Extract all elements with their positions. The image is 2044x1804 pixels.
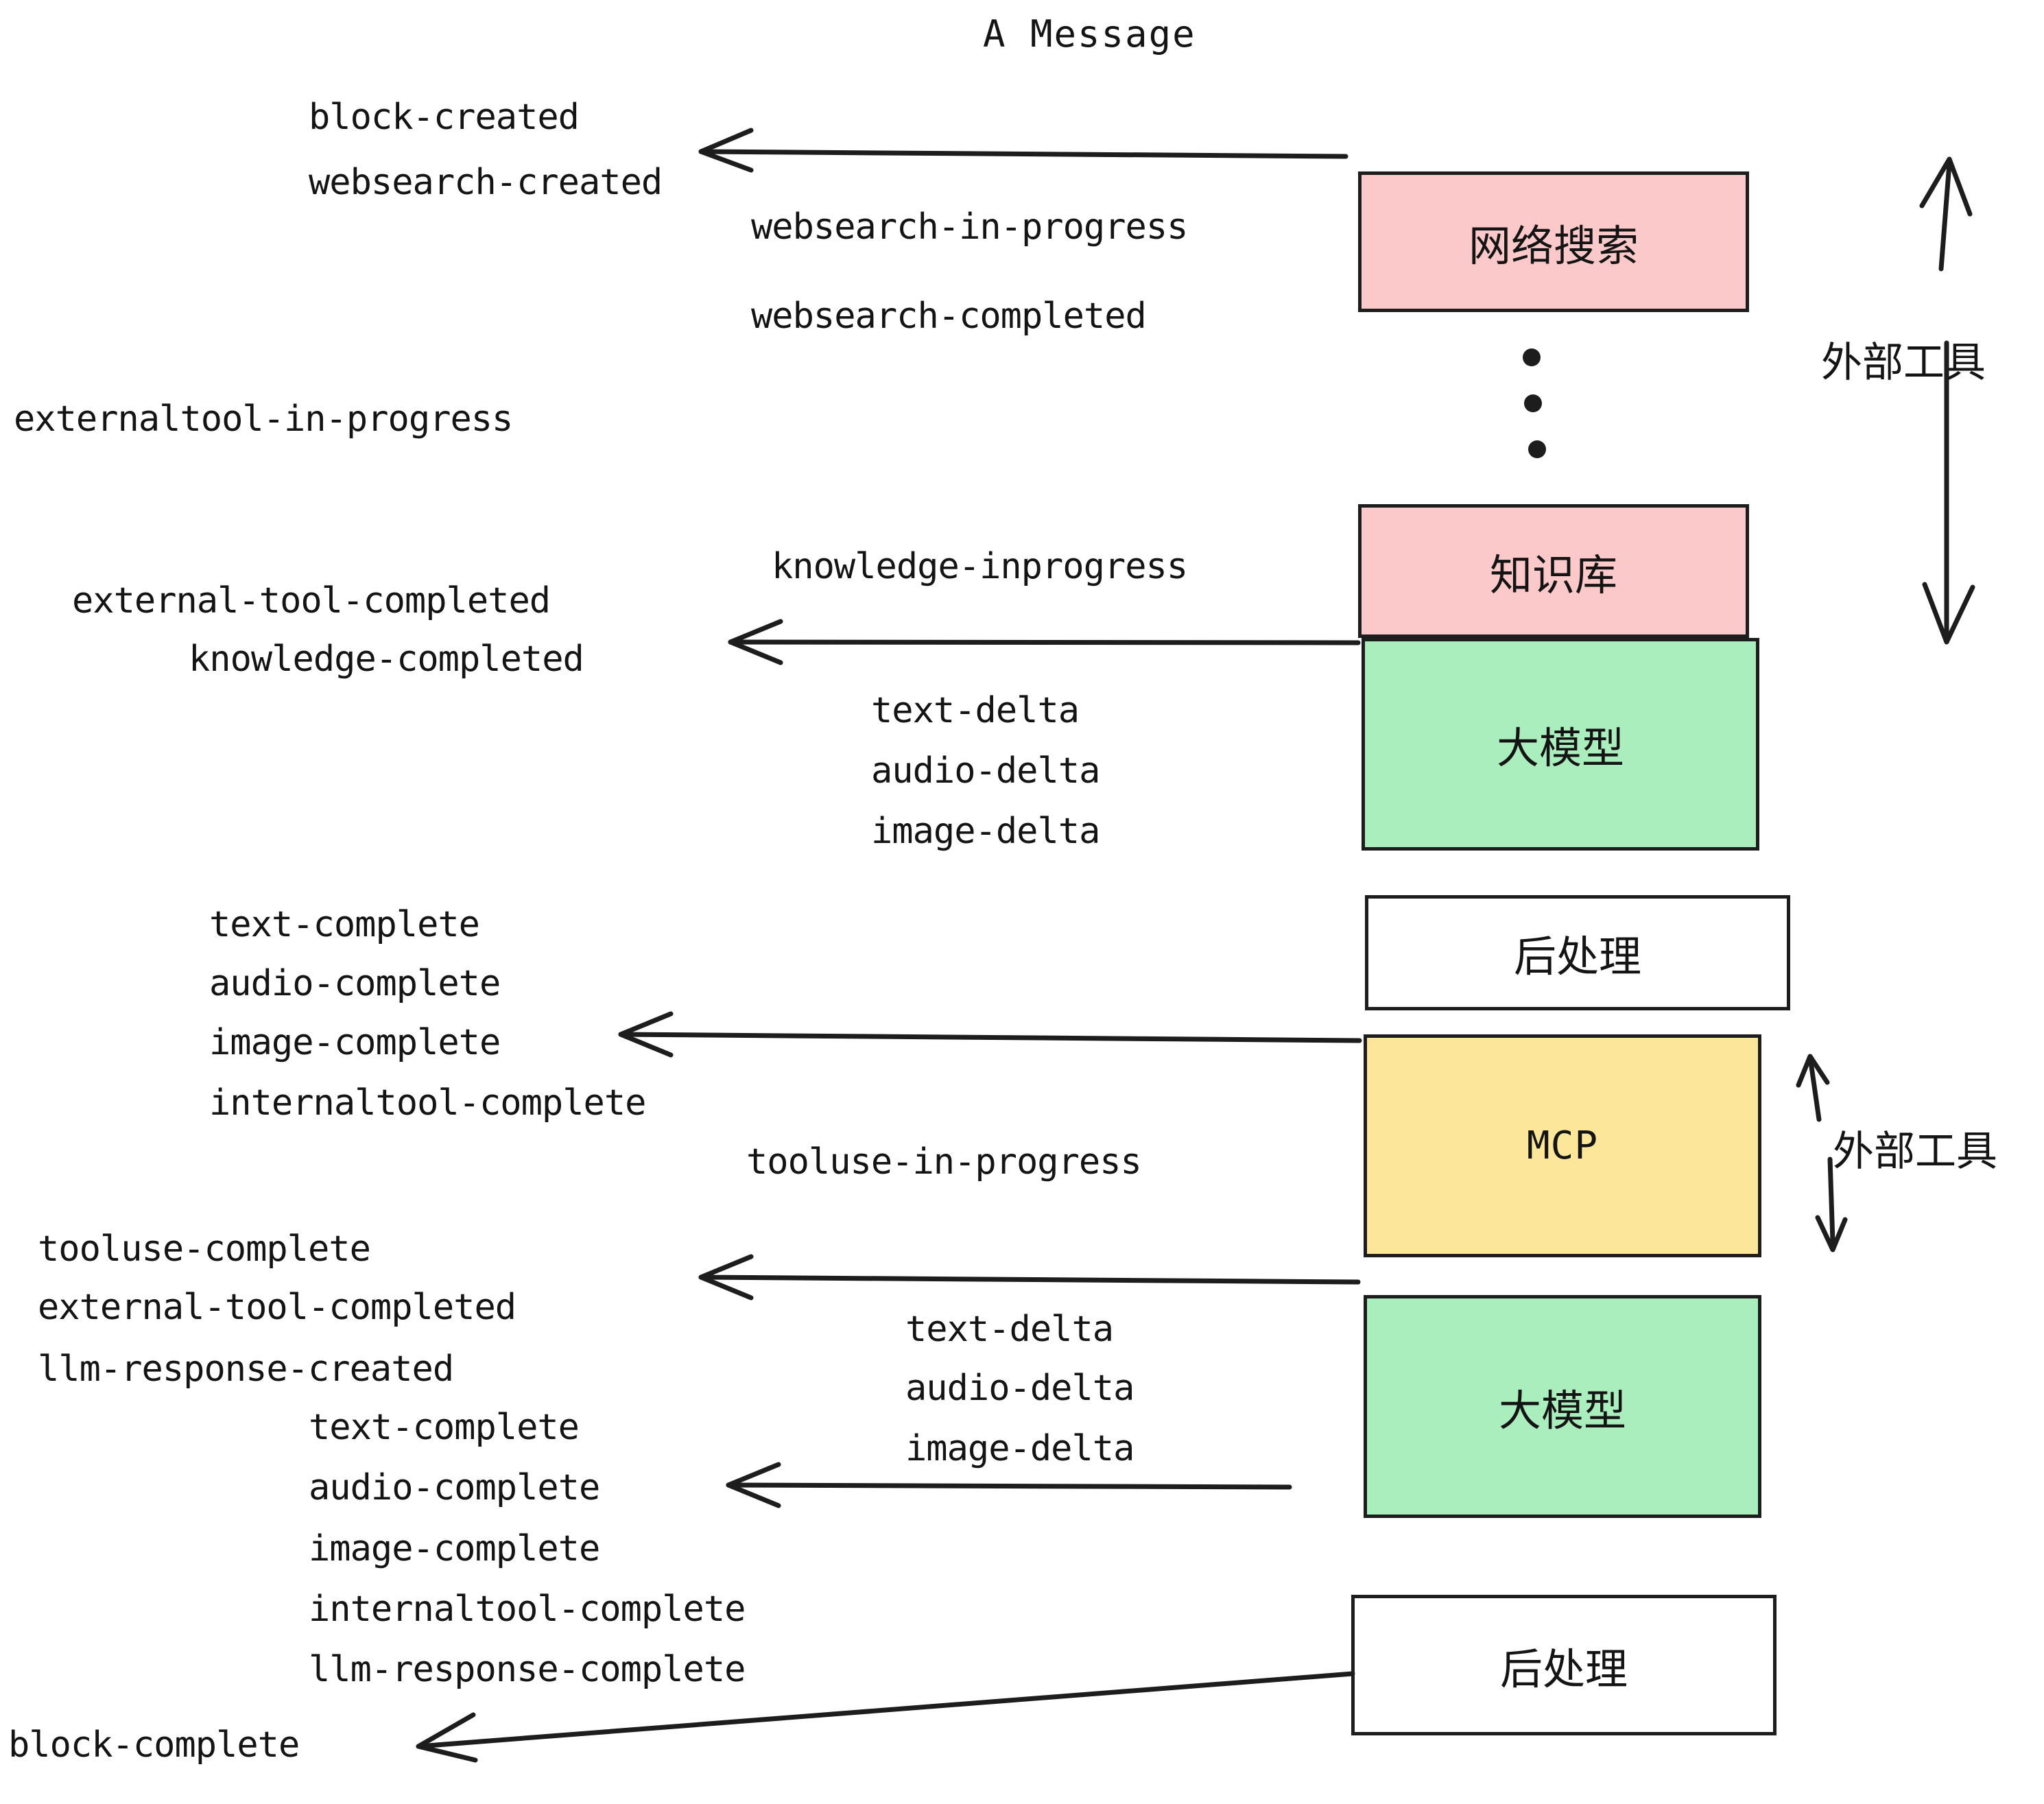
event-label-text-delta-1: text-delta — [871, 690, 1080, 731]
arrow-mcp-to-toolusecomplete — [698, 1254, 1361, 1301]
event-label-image-delta-1: image-delta — [871, 811, 1100, 852]
process-box-postprocess-1[interactable]: 后处理 — [1365, 895, 1790, 1010]
arrow-external-tools-top-up — [1919, 156, 1973, 272]
arrow-postprocess1-to-imagecomplete — [618, 1011, 1362, 1058]
diagram-title: A Message — [983, 12, 1196, 56]
event-label-websearch-in-progress: websearch-in-progress — [751, 206, 1188, 248]
arrow-websearch-to-blockcreated — [698, 128, 1348, 173]
process-box-postprocess-2[interactable]: 后处理 — [1351, 1595, 1776, 1735]
event-label-block-complete: block-complete — [8, 1724, 300, 1766]
event-label-websearch-completed: websearch-completed — [751, 296, 1147, 337]
process-box-knowledge[interactable]: 知识库 — [1358, 504, 1749, 638]
event-label-internaltool-complete-2: internaltool-complete — [309, 1589, 746, 1630]
event-label-knowledge-inprogress: knowledge-inprogress — [772, 546, 1188, 587]
event-label-tooluse-in-progress: tooluse-in-progress — [746, 1141, 1142, 1183]
process-box-postprocess-2-label: 后处理 — [1499, 1643, 1628, 1694]
arrow-llm2-to-audiocomplete — [726, 1462, 1292, 1508]
event-label-llm-response-created: llm-response-created — [38, 1349, 454, 1390]
event-label-text-delta-2: text-delta — [905, 1309, 1114, 1350]
process-box-llm-1[interactable]: 大模型 — [1362, 638, 1759, 851]
event-label-image-complete-2: image-complete — [309, 1528, 600, 1569]
event-label-block-created: block-created — [309, 97, 580, 138]
event-label-external-tool-completed-2: external-tool-completed — [38, 1287, 516, 1328]
process-box-knowledge-label: 知识库 — [1489, 549, 1617, 600]
side-label-external-tools-bottom: 外部工具 — [1833, 1128, 1997, 1176]
arrow-external-tools-bottom-up — [1796, 1054, 1830, 1122]
event-label-text-complete-2: text-complete — [309, 1407, 580, 1448]
event-label-llm-response-complete: llm-response-complete — [309, 1649, 746, 1690]
process-box-websearch-label: 网络搜索 — [1468, 220, 1639, 271]
process-box-llm-2[interactable]: 大模型 — [1364, 1295, 1761, 1518]
process-box-websearch[interactable]: 网络搜索 — [1358, 171, 1749, 312]
arrow-knowledge-to-knowledgecompleted — [728, 619, 1361, 665]
event-label-internaltool-complete-1: internaltool-complete — [209, 1082, 646, 1124]
event-label-audio-complete-2: audio-complete — [309, 1467, 600, 1508]
event-label-audio-delta-1: audio-delta — [871, 750, 1100, 792]
process-box-llm-2-label: 大模型 — [1498, 1385, 1626, 1436]
ellipsis-dot-1 — [1523, 348, 1541, 366]
event-label-text-complete-1: text-complete — [209, 904, 480, 945]
event-label-websearch-created: websearch-created — [309, 162, 663, 203]
process-box-mcp[interactable]: MCP — [1364, 1034, 1761, 1257]
event-label-externaltool-in-progress: externaltool-in-progress — [14, 399, 513, 440]
side-label-external-tools-top: 外部工具 — [1821, 339, 1986, 387]
event-label-tooluse-complete: tooluse-complete — [38, 1229, 371, 1270]
event-label-image-complete-1: image-complete — [209, 1022, 501, 1063]
event-label-audio-complete-1: audio-complete — [209, 963, 501, 1004]
event-label-audio-delta-2: audio-delta — [905, 1368, 1134, 1409]
event-label-image-delta-2: image-delta — [905, 1428, 1134, 1469]
event-label-knowledge-completed: knowledge-completed — [189, 639, 584, 680]
ellipsis-dot-2 — [1524, 394, 1542, 412]
process-box-mcp-label: MCP — [1526, 1124, 1599, 1168]
process-box-postprocess-1-label: 后处理 — [1513, 931, 1641, 982]
event-label-external-tool-completed-1: external-tool-completed — [72, 580, 551, 621]
process-box-llm-1-label: 大模型 — [1496, 723, 1624, 773]
ellipsis-dot-3 — [1528, 440, 1546, 458]
